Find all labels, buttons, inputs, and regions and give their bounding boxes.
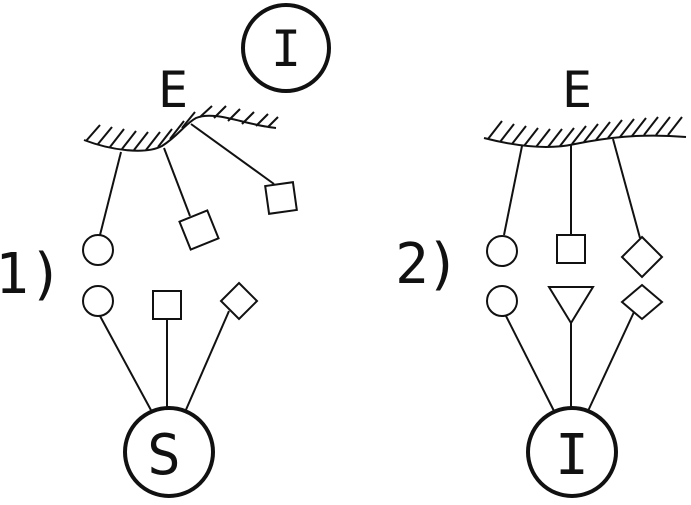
panel-1-site-stems xyxy=(99,123,275,236)
free-inhibitor-label: I xyxy=(271,20,301,78)
panel-2-ligand-links xyxy=(505,311,635,412)
panel-2-site-diamond xyxy=(620,235,664,279)
panel-1-surface-label: E xyxy=(158,61,188,119)
panel-1-site-square-middle xyxy=(178,209,220,251)
panel-2-number: 2 xyxy=(395,232,429,297)
panel-1-ligand-square xyxy=(152,290,182,320)
panel-1-paren: ) xyxy=(29,242,63,307)
panel-1-enzyme-surface xyxy=(83,105,279,152)
panel-1-ligand-links xyxy=(99,310,230,413)
panel-2-site-circle xyxy=(486,235,518,267)
panel-2-ligand-diamond xyxy=(620,283,664,321)
panel-2-paren: ) xyxy=(426,232,460,297)
substrate-circle: S xyxy=(123,406,215,498)
panel-1-ligand-circle xyxy=(82,285,114,317)
inhibitor-label: I xyxy=(555,423,589,488)
panel-2-enzyme-surface xyxy=(483,116,687,148)
free-inhibitor-circle: I xyxy=(241,3,331,93)
panel-1-site-circle xyxy=(82,234,114,266)
panel-2-site-square xyxy=(556,234,586,264)
panel-1: 1 ) E xyxy=(0,61,298,498)
panel-1-site-square-right xyxy=(264,181,298,215)
inhibitor-circle: I xyxy=(526,406,618,498)
panel-2-surface-label: E xyxy=(562,61,592,119)
panel-2-ligand-circle xyxy=(486,285,518,317)
panel-2-site-stems xyxy=(503,138,641,239)
panel-1-ligand-diamond xyxy=(219,281,259,321)
panel-1-number: 1 xyxy=(0,242,29,307)
substrate-label: S xyxy=(147,423,181,488)
panel-2: 2 ) E xyxy=(395,61,687,498)
panel-2-ligand-triangle xyxy=(547,286,595,325)
